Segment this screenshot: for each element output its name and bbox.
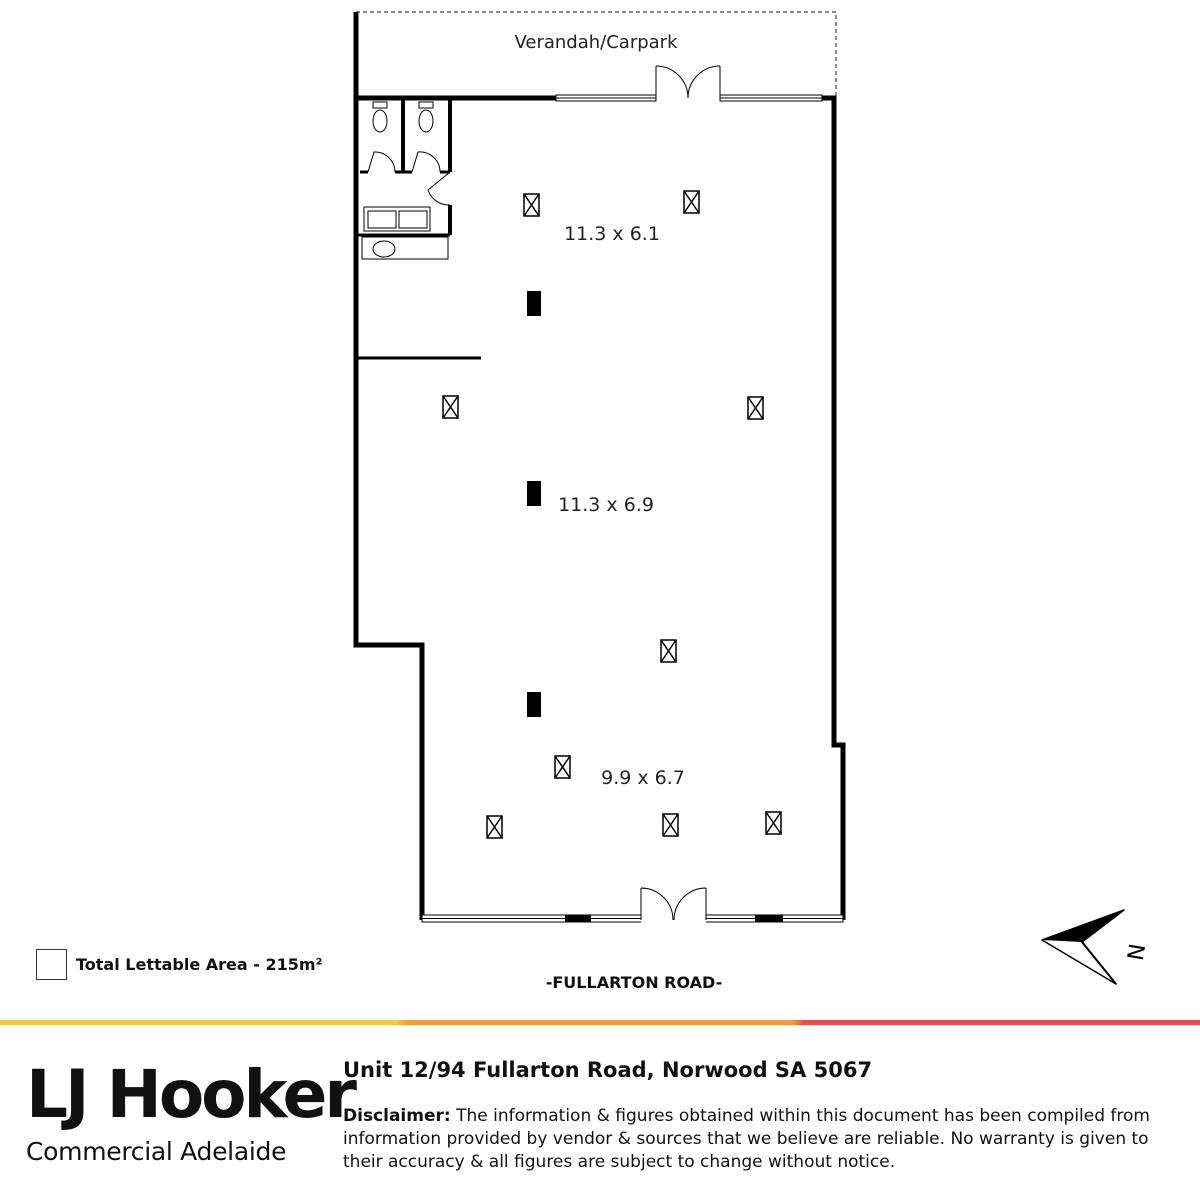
disclaimer-label: Disclaimer: xyxy=(343,1106,451,1126)
verandah-label: Verandah/Carpark xyxy=(514,32,678,53)
light-fittings xyxy=(442,190,782,839)
south-wall xyxy=(421,887,844,924)
light-fitting-icon xyxy=(683,190,700,214)
columns xyxy=(527,291,541,717)
room-dimension-label: 11.3 x 6.9 xyxy=(558,494,654,516)
light-fitting-icon xyxy=(747,396,764,420)
light-fitting-icon xyxy=(660,639,677,663)
legend: Total Lettable Area - 215m² xyxy=(36,949,323,980)
brand-sub: Commercial Adelaide xyxy=(26,1137,287,1166)
light-fitting-icon xyxy=(442,395,459,419)
north-double-door xyxy=(655,65,721,99)
toilet-fixtures xyxy=(361,101,449,260)
property-address: Unit 12/94 Fullarton Road, Norwood SA 50… xyxy=(343,1058,873,1082)
room-dimension-label: 9.9 x 6.7 xyxy=(601,767,685,789)
light-fitting-icon xyxy=(662,813,679,837)
verandah-area: Verandah/Carpark xyxy=(356,11,837,98)
column xyxy=(527,291,541,316)
floor-plan: Verandah/Carpark xyxy=(353,11,1151,992)
outer-walls xyxy=(353,12,846,920)
north-windows xyxy=(555,94,823,102)
footer-divider xyxy=(0,1020,1200,1025)
disclaimer: Disclaimer: The information & figures ob… xyxy=(343,1105,1163,1174)
north-label: N xyxy=(1124,942,1151,963)
light-fitting-icon xyxy=(523,193,540,217)
light-fitting-icon xyxy=(486,815,503,839)
room-dimension-label: 11.3 x 6.1 xyxy=(564,223,660,245)
north-arrow-icon: N xyxy=(1041,909,1151,985)
disclaimer-text: The information & figures obtained withi… xyxy=(343,1106,1150,1172)
column xyxy=(527,692,541,717)
light-fitting-icon xyxy=(554,755,571,779)
brand-logo: LJ Hooker Commercial Adelaide xyxy=(26,1056,357,1166)
legend-swatch xyxy=(36,949,67,980)
light-fitting-icon xyxy=(765,811,782,835)
brand-name: LJ Hooker xyxy=(26,1056,357,1133)
column xyxy=(527,481,541,506)
road-label: -FULLARTON ROAD- xyxy=(546,973,723,992)
amenities-block xyxy=(356,98,452,237)
legend-label: Total Lettable Area - 215m² xyxy=(76,955,323,974)
